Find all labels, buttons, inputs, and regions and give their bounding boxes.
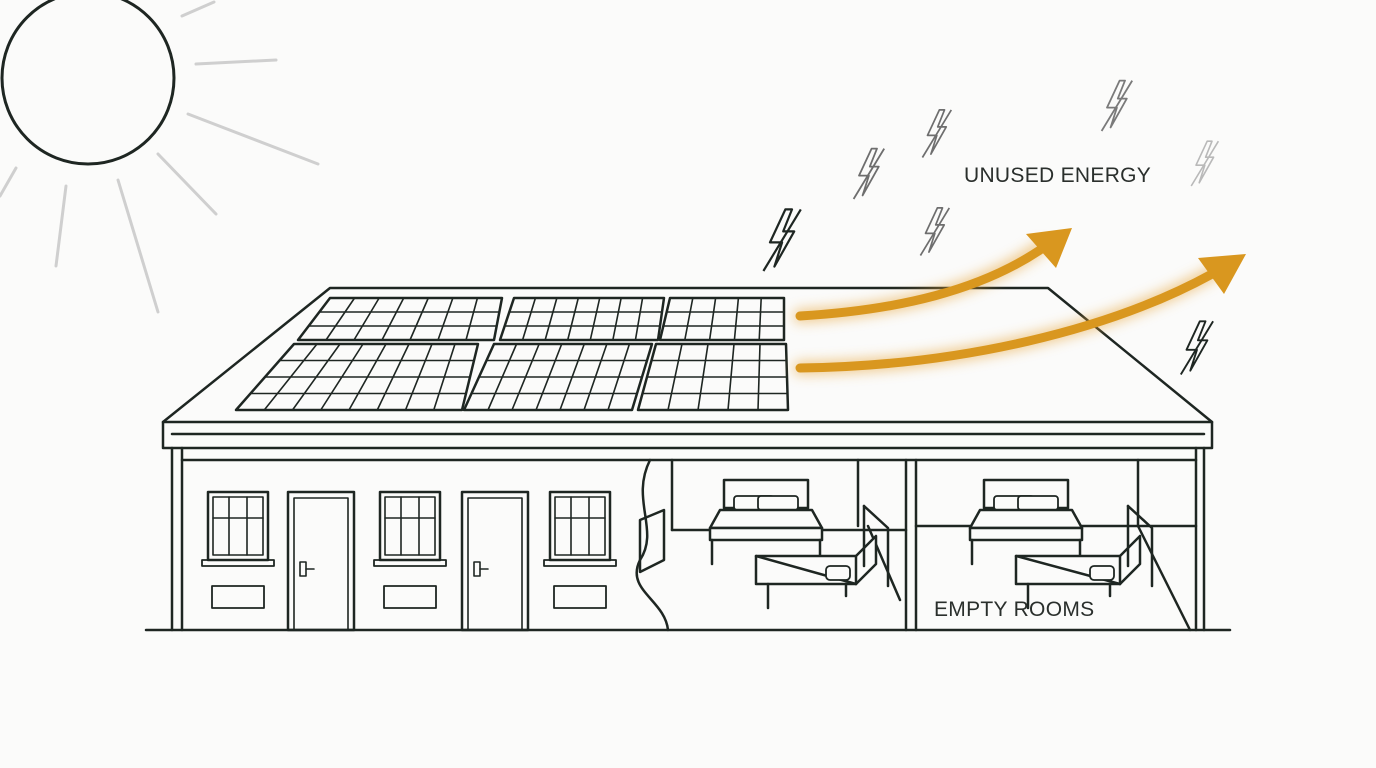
solar-panel (234, 342, 480, 412)
lightning-bolt-icon (1190, 140, 1220, 187)
solar-panel (498, 296, 666, 342)
solar-panels (234, 296, 790, 412)
sun-icon (0, 0, 320, 314)
bed-icon (1014, 504, 1154, 610)
solar-panel (296, 296, 504, 342)
solar-panel (636, 342, 790, 412)
lightning-bolt-icon (1100, 79, 1134, 132)
bed-icon (968, 478, 1084, 566)
lightning-bolt-icon (852, 147, 886, 200)
unused-energy-label: UNUSED ENERGY (964, 164, 1152, 187)
empty-rooms-label: EMPTY ROOMS (934, 598, 1095, 621)
lightning-bolt-icon (1179, 320, 1215, 376)
arrow (795, 228, 1072, 321)
vent (383, 585, 437, 609)
lightning-bolt-icon (762, 208, 802, 273)
bed-icon (754, 504, 890, 610)
solar-panel (658, 296, 786, 342)
window (543, 490, 617, 567)
door (460, 490, 530, 632)
vent (553, 585, 607, 609)
solar-panel (462, 342, 654, 412)
door (286, 490, 356, 632)
arrow (795, 254, 1246, 373)
window (201, 490, 275, 567)
unused-energy-arrows (793, 228, 1246, 375)
lightning-bolt-icon (921, 109, 953, 159)
lightning-bolt-icon (919, 207, 951, 257)
bed-icon (708, 478, 824, 566)
window (373, 490, 447, 567)
vent (211, 585, 265, 609)
